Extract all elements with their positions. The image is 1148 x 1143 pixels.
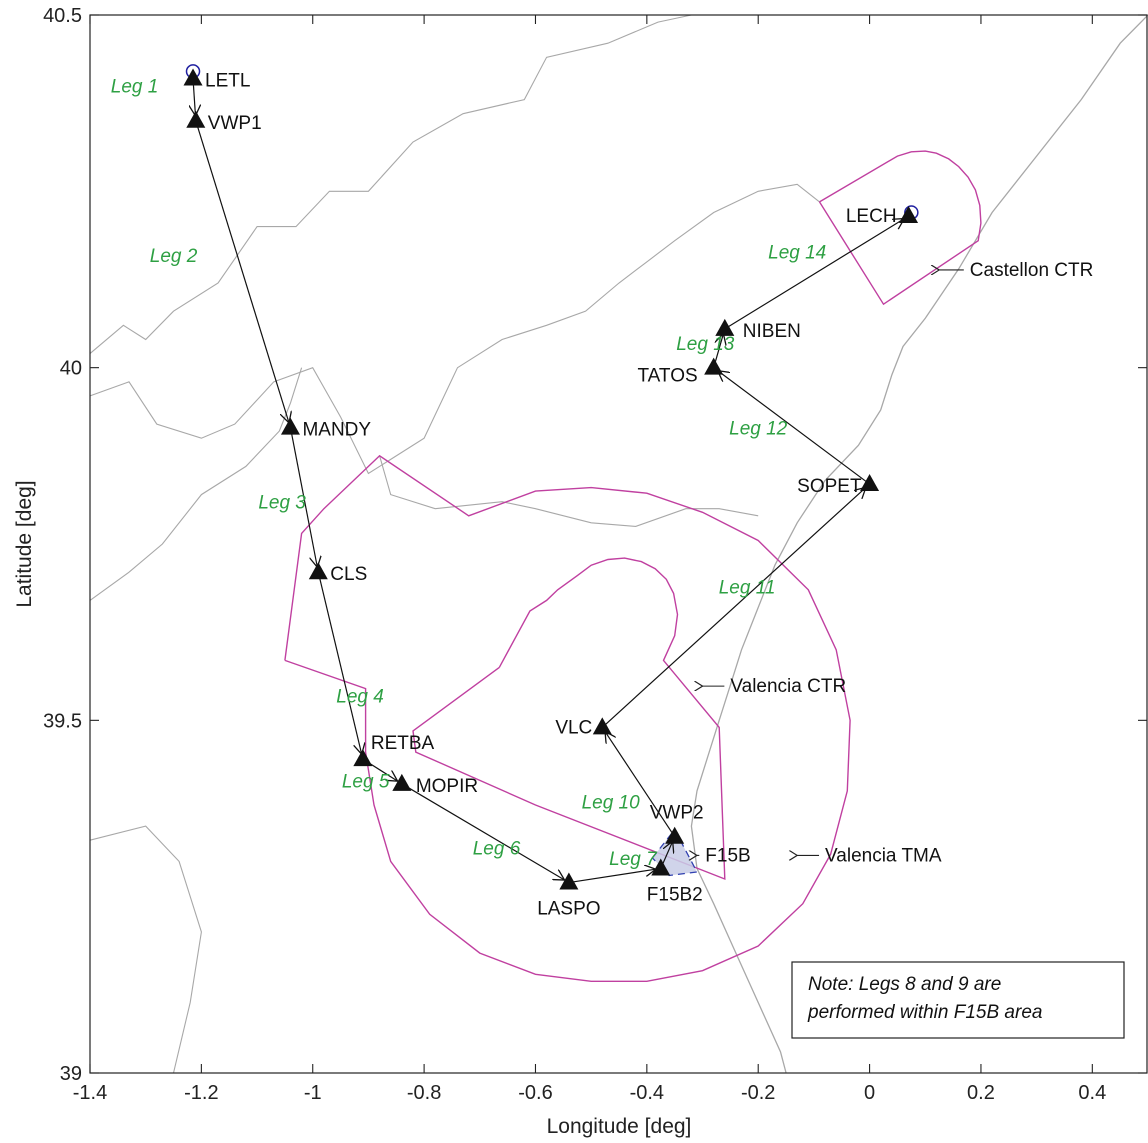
x-tick-label: -1.4: [73, 1082, 107, 1104]
waypoint-cls-label: CLS: [330, 564, 367, 585]
waypoint-retba-marker: [353, 749, 373, 767]
waypoint-mandy-label: MANDY: [302, 420, 371, 441]
x-tick-label: 0.4: [1078, 1082, 1106, 1104]
waypoint-niben-marker: [715, 318, 735, 336]
leg-13-label: Leg 13: [676, 334, 735, 355]
y-tick-label: 40.5: [43, 5, 82, 27]
note-line-1: Note: Legs 8 and 9 are: [808, 974, 1001, 995]
f15b-label: F15B: [705, 845, 750, 866]
waypoints: [183, 64, 919, 890]
waypoint-mopir-marker: [392, 773, 412, 791]
leg-3-label: Leg 3: [258, 493, 306, 514]
leg-4-label: Leg 4: [336, 687, 384, 708]
x-tick-label: -0.6: [518, 1082, 552, 1104]
leg-14-label: Leg 14: [768, 242, 826, 263]
region-borders: [89, 14, 820, 1074]
waypoint-lech-marker: [899, 206, 919, 224]
waypoint-f15b2-label: F15B2: [647, 884, 703, 905]
leg-7-line: [568, 869, 656, 884]
leg-10-label: Leg 10: [582, 793, 641, 814]
leg-12-line: [718, 371, 870, 485]
leg-4-line: [317, 572, 361, 754]
waypoint-retba-label: RETBA: [371, 733, 435, 754]
leg-11-line: [601, 487, 866, 728]
x-tick-label: 0.2: [967, 1082, 995, 1104]
waypoint-laspo-marker: [559, 872, 579, 890]
x-axis-title: Longitude [deg]: [547, 1115, 692, 1138]
leg-1-label: Leg 1: [111, 77, 159, 98]
coastline-line: [690, 14, 1148, 1074]
border-line: [89, 183, 820, 475]
border-line: [89, 825, 202, 1074]
waypoint-letl-marker: [183, 68, 203, 86]
valencia-tma-boundary: [284, 454, 851, 982]
x-tick-label: -1.2: [184, 1082, 218, 1104]
waypoint-vlc-marker: [592, 717, 612, 735]
waypoint-niben-label: NIBEN: [743, 321, 801, 342]
x-tick-label: 0: [864, 1082, 875, 1104]
y-tick-label: 39: [60, 1063, 82, 1085]
waypoint-vwp1-label: VWP1: [208, 113, 262, 134]
leg-2-line: [195, 120, 289, 423]
waypoint-f15b2-marker: [651, 858, 671, 876]
y-tick-label: 39.5: [43, 710, 82, 732]
x-tick-label: -0.2: [741, 1082, 775, 1104]
waypoint-vwp1-marker: [186, 110, 206, 128]
note-box-frame: [791, 961, 1125, 1039]
plot-area-background: [90, 15, 1148, 1073]
waypoint-sopet-label: SOPET: [797, 476, 862, 497]
leg-12-label: Leg 12: [729, 419, 788, 440]
castellon-ctr-label: Castellon CTR: [970, 260, 1094, 281]
waypoint-vwp2-marker: [665, 826, 685, 844]
waypoint-laspo-label: LASPO: [537, 899, 600, 920]
waypoint-letl-label: LETL: [205, 70, 250, 91]
axes: -1.4 -1.2 -1 -0.8 -0.6 -0.4 -0.2 0 0.2 0.4 39 39.5 4…: [43, 5, 1148, 1104]
waypoint-sopet-marker: [860, 474, 880, 492]
coastline: [690, 14, 1148, 1074]
note-box: Note: Legs 8 and 9 are performed within …: [791, 961, 1125, 1039]
x-tick-label: -0.8: [407, 1082, 441, 1104]
note-line-2: performed within F15B area: [807, 1002, 1042, 1023]
plot-frame: [89, 14, 1148, 1074]
valencia-tma-label: Valencia TMA: [825, 845, 942, 866]
castellon-ctr-boundary: [818, 150, 982, 306]
waypoint-vwp2-label: VWP2: [650, 803, 704, 824]
y-axis-title: Latitude [deg]: [13, 480, 36, 607]
border-line: [379, 455, 759, 527]
leg-7-label: Leg 7: [609, 849, 658, 870]
chart-labels: Castellon CTR Valencia CTR Valencia TMA F15…: [111, 70, 1094, 919]
leg-2-label: Leg 2: [150, 246, 198, 267]
leg-11-label: Leg 11: [719, 577, 776, 598]
valencia-ctr-label: Valencia CTR: [730, 676, 846, 697]
leg-3-line: [289, 427, 317, 568]
waypoint-mopir-label: MOPIR: [416, 776, 478, 797]
leg-5-label: Leg 5: [342, 771, 390, 792]
waypoint-mandy-marker: [280, 417, 300, 435]
waypoint-tatos-label: TATOS: [637, 366, 697, 387]
waypoint-vlc-label: VLC: [555, 717, 592, 738]
border-line: [89, 367, 303, 601]
waypoint-lech-label: LECH: [846, 206, 897, 227]
leg-6-label: Leg 6: [473, 838, 521, 859]
waypoint-cls-marker: [308, 562, 328, 580]
y-tick-label: 40: [60, 358, 82, 380]
leg-10-line: [605, 732, 676, 838]
x-tick-label: -0.4: [630, 1082, 664, 1104]
x-tick-label: -1: [304, 1082, 322, 1104]
leg-6-line: [401, 783, 565, 880]
border-line: [89, 14, 692, 355]
leg-14-line: [724, 219, 904, 330]
waypoint-tatos-marker: [704, 357, 724, 375]
flight-route: [193, 78, 904, 884]
valencia-ctr-boundary: [412, 557, 726, 881]
